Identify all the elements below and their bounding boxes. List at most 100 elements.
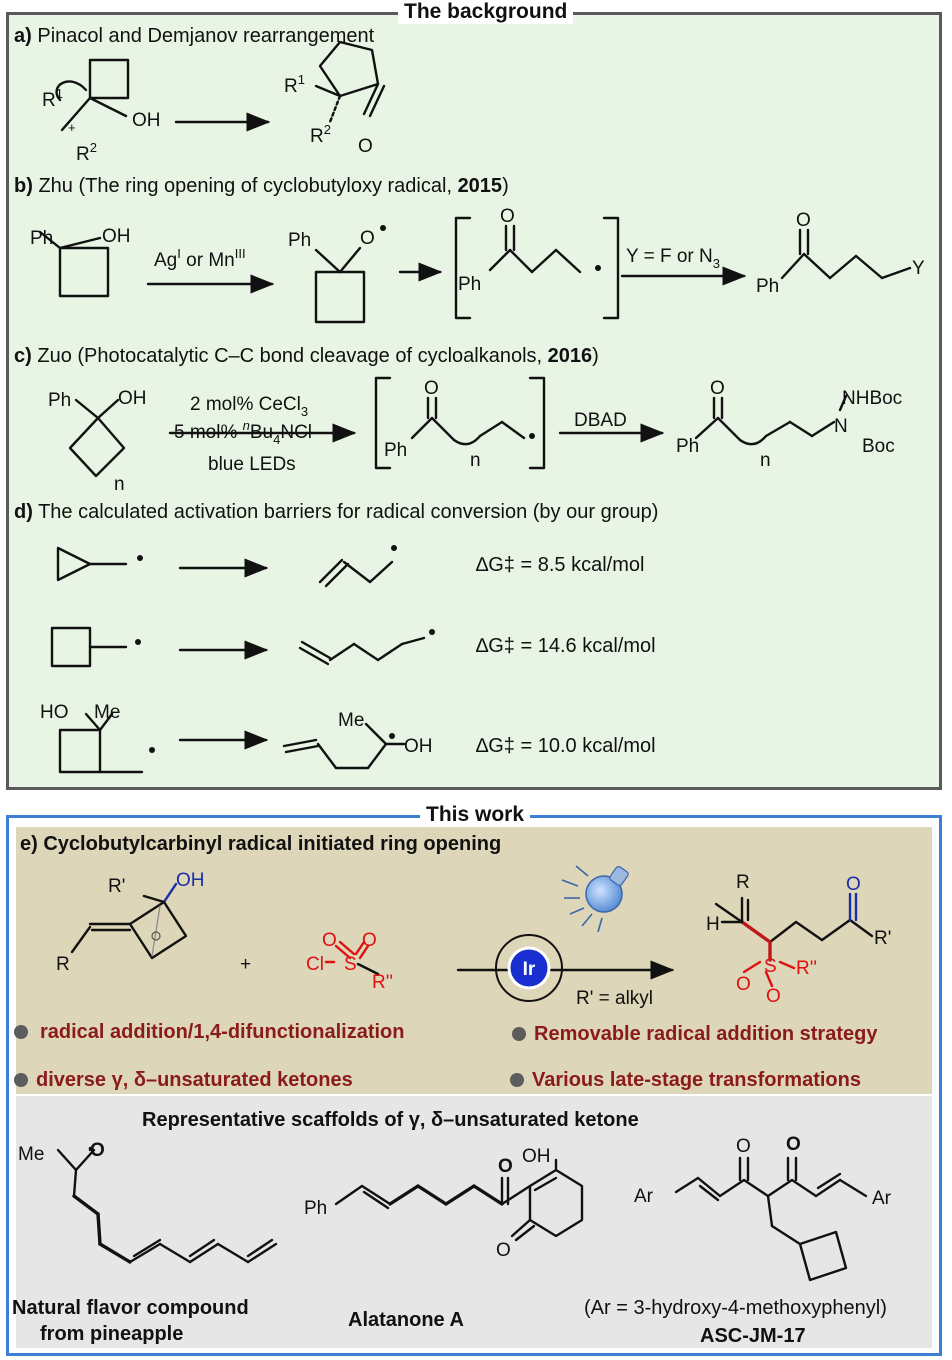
svg-text:Ph: Ph <box>48 390 71 411</box>
b-bracket-left <box>454 216 472 320</box>
svg-text:Ph: Ph <box>756 276 779 297</box>
section-c-heading: c) Zuo (Photocatalytic C–C bond cleavage… <box>14 345 599 367</box>
section-e-heading: e) Cyclobutylcarbinyl radical initiated … <box>20 833 502 855</box>
svg-text:Ph: Ph <box>30 228 53 249</box>
svg-text:O: O <box>500 206 515 227</box>
svg-text:OH: OH <box>404 736 433 757</box>
b-bracket-right <box>602 216 620 320</box>
svg-text:H: H <box>706 914 720 935</box>
svg-text:OH: OH <box>522 1146 551 1167</box>
ar-definition-note: (Ar = 3-hydroxy-4-methoxyphenyl) <box>584 1297 887 1319</box>
bullet-dot <box>14 1025 28 1039</box>
svg-text:R' = alkyl: R' = alkyl <box>576 988 653 1009</box>
svg-text:Y = F or N3: Y = F or N3 <box>626 246 720 271</box>
compound-name-alatanone: Alatanone A <box>348 1309 464 1331</box>
reaction-panel <box>16 827 932 1094</box>
section-a-heading: a) Pinacol and Demjanov rearrangement <box>14 25 375 47</box>
bullet-radical-addition: radical addition/1,4-difunctionalization <box>40 1021 405 1043</box>
svg-text:R': R' <box>874 928 891 949</box>
barrier-cyclopropyl: ∆G‡ = 8.5 kcal/mol <box>476 554 645 576</box>
iridium-catalyst-circle <box>507 946 551 990</box>
svg-text:Ph: Ph <box>288 230 311 251</box>
svg-text:O: O <box>846 874 861 895</box>
svg-text:O: O <box>796 210 811 231</box>
d-cyclopropylmethyl-structure <box>56 546 128 582</box>
svg-text:O: O <box>358 136 373 157</box>
section-d-heading: d) The calculated activation barriers fo… <box>14 501 659 523</box>
section-b-heading: b) Zhu (The ring opening of cyclobutylox… <box>14 175 509 197</box>
b-cyclobutanol-structure <box>38 230 110 298</box>
svg-text:n: n <box>470 450 481 471</box>
svg-text:R: R <box>56 954 70 975</box>
light-bulb-icon <box>561 865 629 933</box>
svg-text:R2: R2 <box>310 122 331 147</box>
bullet-diverse-ketones: diverse γ, δ–unsaturated ketones <box>36 1069 353 1091</box>
svg-text:Ar: Ar <box>634 1186 654 1207</box>
radical-dot <box>380 225 386 231</box>
svg-text:n: n <box>760 450 771 471</box>
svg-text:O: O <box>736 974 751 995</box>
this-work-title: This work <box>420 803 531 827</box>
svg-text:R'': R'' <box>372 972 393 993</box>
radical-dot <box>389 733 395 739</box>
c-cycloalkanol-structure <box>68 398 126 478</box>
radical-dot <box>149 747 155 753</box>
d-cyclobutylmethyl-structure <box>50 626 128 668</box>
radical-dot <box>137 555 143 561</box>
e-product-structure <box>714 892 874 988</box>
bullet-dot <box>512 1027 526 1041</box>
svg-text:DBAD: DBAD <box>574 410 627 431</box>
svg-text:S: S <box>344 954 357 975</box>
radical-dot <box>429 629 435 635</box>
radical-dot <box>529 433 535 439</box>
background-panel <box>6 12 942 790</box>
svg-text:O: O <box>736 1136 751 1157</box>
bullet-late-stage: Various late-stage transformations <box>532 1069 861 1091</box>
svg-text:Me: Me <box>18 1144 44 1165</box>
compound-name-pineapple-1: Natural flavor compound <box>12 1297 249 1319</box>
svg-text:5 mol% nBu4NCl: 5 mol% nBu4NCl <box>174 418 312 447</box>
d-hydroxy-cyclobutyl-structure <box>58 712 144 774</box>
svg-text:n: n <box>114 474 125 495</box>
svg-text:HO: HO <box>40 702 69 723</box>
svg-text:Ph: Ph <box>304 1198 327 1219</box>
compound-name-asc-jm-17: ASC-JM-17 <box>700 1325 806 1347</box>
svg-text:S: S <box>764 956 777 977</box>
pineapple-compound-structure <box>56 1146 278 1264</box>
d-hexenol-radical-structure <box>282 722 406 770</box>
c-ketone-radical-structure <box>410 396 526 446</box>
alatanone-a-structure <box>334 1158 584 1242</box>
background-title: The background <box>398 0 574 24</box>
svg-text:O: O <box>498 1156 513 1177</box>
svg-text:R'': R'' <box>796 958 817 979</box>
svg-text:Me: Me <box>338 710 364 731</box>
svg-text:OH: OH <box>102 226 131 247</box>
svg-text:2 mol% CeCl3: 2 mol% CeCl3 <box>190 394 308 419</box>
svg-text:OH: OH <box>176 870 205 891</box>
svg-text:Ph: Ph <box>458 274 481 295</box>
e-methylenecyclobutanol-structure <box>70 882 188 960</box>
c-product-structure <box>694 394 848 446</box>
svg-text:R: R <box>736 872 750 893</box>
b-product-structure <box>780 228 912 280</box>
svg-text:Boc: Boc <box>862 436 895 457</box>
svg-text:+: + <box>68 120 76 135</box>
scaffold-panel <box>16 1096 932 1348</box>
svg-text:R1: R1 <box>284 72 305 97</box>
c-bracket-left <box>374 376 392 470</box>
b-ketone-radical-structure <box>488 224 582 274</box>
d-butenyl-structure <box>318 558 394 588</box>
svg-text:O: O <box>496 1240 511 1261</box>
svg-text:blue LEDs: blue LEDs <box>208 454 296 475</box>
svg-text:+: + <box>240 954 251 975</box>
svg-text:AgI or MnIII: AgI or MnIII <box>154 246 246 271</box>
radical-dot <box>391 545 397 551</box>
scaffold-title: Representative scaffolds of γ, δ–unsatur… <box>142 1109 639 1131</box>
svg-text:O: O <box>90 1140 105 1161</box>
bullet-removable-strategy: Removable radical addition strategy <box>534 1023 878 1045</box>
c-bracket-right <box>528 376 546 470</box>
bullet-dot <box>510 1073 524 1087</box>
svg-text:NHBoc: NHBoc <box>842 388 902 409</box>
catalyst-label: Ir <box>523 959 536 980</box>
